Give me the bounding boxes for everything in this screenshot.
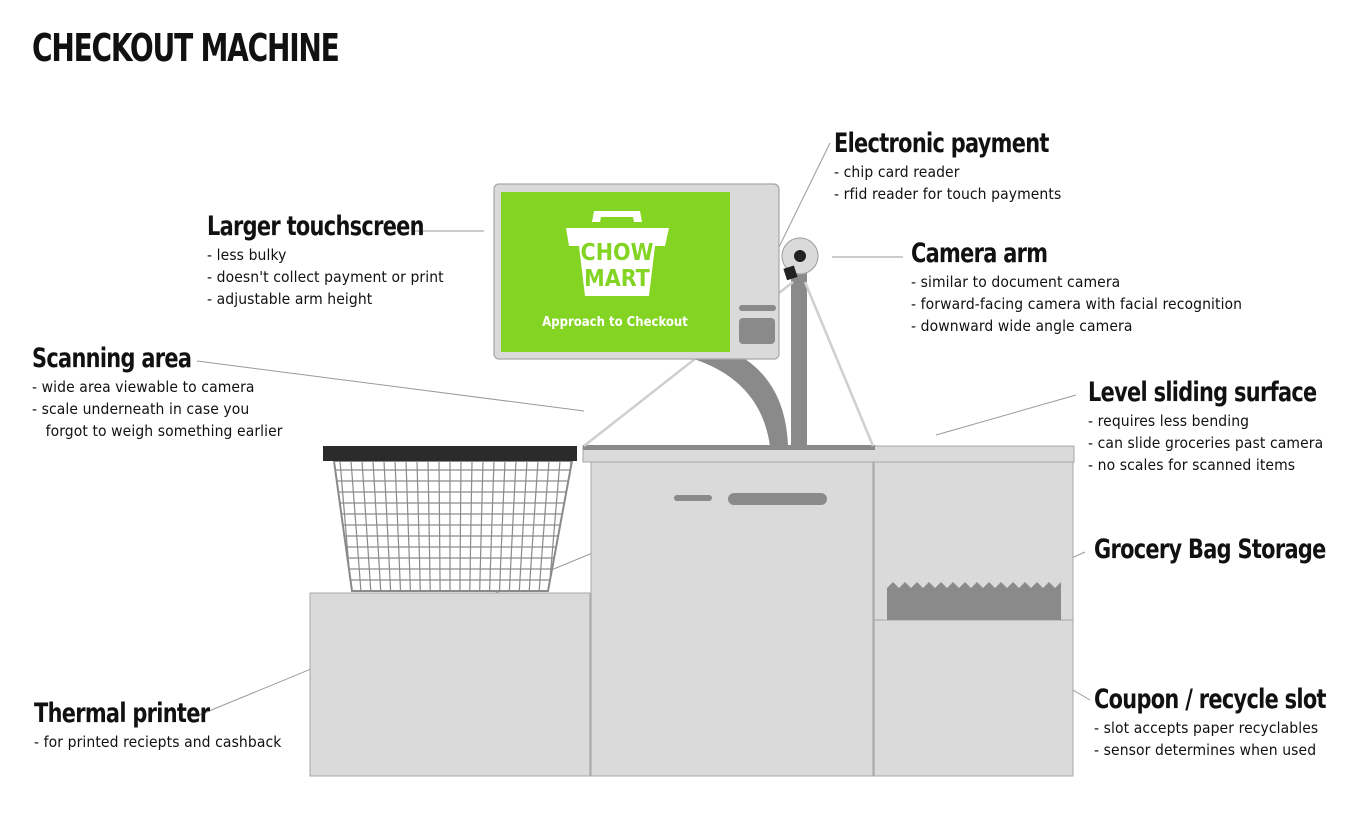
callout-item: - scale underneath in case you [32, 400, 250, 418]
callout-item: - doesn't collect payment or print [207, 268, 444, 286]
logo-line1: CHOW [581, 240, 654, 266]
callout-item: - no scales for scanned items [1088, 456, 1296, 474]
page-title: CHECKOUT MACHINE [32, 26, 340, 70]
downward-camera-icon [783, 265, 798, 281]
callout-title: Coupon / recycle slot [1094, 684, 1327, 715]
screen-tagline: Approach to Checkout [542, 315, 688, 330]
basket-rim [323, 446, 577, 461]
callout-body: - wide area viewable to camera - scale u… [32, 376, 283, 442]
printer-slot [674, 495, 712, 501]
callout-item: - wide area viewable to camera [32, 378, 255, 396]
callout-item: - less bulky [207, 246, 287, 264]
callout-sliding: Level sliding surface - requires less be… [1088, 376, 1354, 476]
callout-item: - can slide groceries past camera [1088, 434, 1324, 452]
callout-printer: Thermal printer - for printed reciepts a… [34, 697, 281, 753]
callout-body: - similar to document camera - forward-f… [911, 271, 1242, 337]
card-slot [739, 305, 776, 311]
callout-body: - less bulky - doesn't collect payment o… [207, 244, 459, 310]
callout-body: - chip card reader - rfid reader for tou… [834, 161, 1084, 205]
callout-item: - rfid reader for touch payments [834, 185, 1062, 203]
callout-item: - adjustable arm height [207, 290, 373, 308]
callout-body: - slot accepts paper recyclables - senso… [1094, 717, 1355, 761]
grocery-bags [887, 582, 1061, 620]
center-cabinet [590, 461, 874, 777]
callout-coupon: Coupon / recycle slot - slot accepts pap… [1094, 683, 1355, 761]
callout-title: Larger touchscreen [207, 211, 425, 242]
left-cabinet [309, 592, 591, 777]
callout-touchscreen: Larger touchscreen - less bulky - doesn'… [207, 210, 459, 310]
callout-camera: Camera arm - similar to document camera … [911, 237, 1242, 337]
callout-item: - chip card reader [834, 163, 960, 181]
callout-title: Camera arm [911, 238, 1048, 269]
callout-title: Grocery Bag Storage [1094, 534, 1326, 565]
coupon-slot [728, 493, 827, 505]
callout-item: - downward wide angle camera [911, 317, 1133, 335]
camera-head [781, 237, 819, 281]
basket [323, 446, 577, 592]
callout-title: Level sliding surface [1088, 377, 1317, 408]
callout-title: Electronic payment [834, 128, 1049, 159]
camera-arm-pole [791, 270, 807, 448]
callout-item: forgot to weigh something earlier [32, 422, 283, 440]
callout-body: - requires less bending - can slide groc… [1088, 410, 1354, 476]
callout-item: - sensor determines when used [1094, 741, 1317, 759]
logo-bag [566, 228, 669, 296]
callout-item: - for printed reciepts and cashback [34, 733, 282, 751]
rfid-pad [739, 318, 775, 344]
scanning-plate [583, 445, 875, 450]
chow-mart-logo: CHOW MART Approach to Checkout [542, 211, 688, 330]
callout-body: - for printed reciepts and cashback [34, 731, 281, 753]
callout-item: - similar to document camera [911, 273, 1121, 291]
callout-scanning: Scanning area - wide area viewable to ca… [32, 342, 283, 442]
leader-scanning [196, 360, 585, 412]
callout-title: Scanning area [32, 343, 192, 374]
callout-title: Thermal printer [34, 698, 210, 729]
camera-lens-icon [794, 250, 806, 262]
callout-item: - requires less bending [1088, 412, 1250, 430]
leader-sliding [935, 394, 1077, 436]
logo-line2: MART [584, 266, 650, 292]
callout-payment: Electronic payment - chip card reader - … [834, 127, 1084, 205]
callout-bags: Grocery Bag Storage [1094, 533, 1355, 567]
callout-item: - slot accepts paper recyclables [1094, 719, 1319, 737]
callout-item: - forward-facing camera with facial reco… [911, 295, 1243, 313]
logo-bag-handle [592, 211, 642, 222]
camera-view-right [803, 281, 875, 447]
